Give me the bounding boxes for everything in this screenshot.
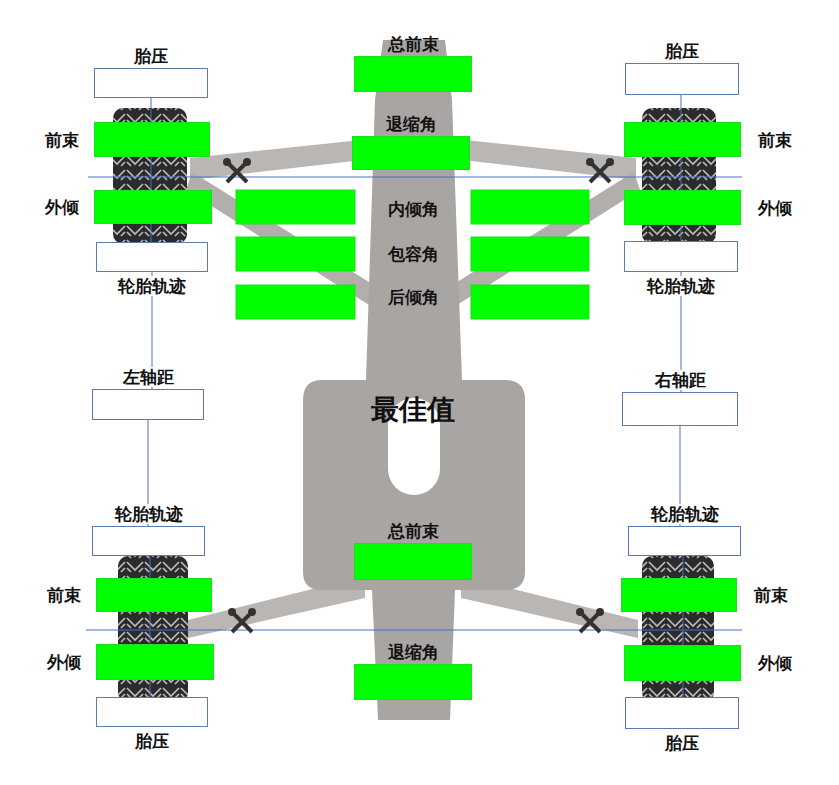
value-box [471,237,589,271]
box-heading: 右轴距 [653,370,708,390]
box-heading: 外倾 [758,653,792,673]
measurement-box: 胎压 [625,63,739,95]
measurement-box: 外倾 [624,645,741,681]
box-heading: 轮胎轨迹 [113,504,185,524]
box-heading: 前束 [47,585,81,605]
angle-label: 内倾角 [388,199,439,219]
box-heading: 总前束 [388,521,439,541]
box-heading: 退缩角 [388,642,439,662]
measurement-box: 外倾 [94,190,212,224]
box-heading: 前束 [754,585,788,605]
box-heading: 胎压 [665,41,699,61]
measurement-box: 轮胎轨迹 [624,241,738,272]
box-heading: 外倾 [45,197,79,217]
box-heading: 胎压 [665,733,699,753]
angle-label: 后倾角 [388,287,439,307]
wrench-shape [580,612,600,632]
measurement-box: 前束 [96,578,212,612]
measurement-box: 前束 [624,122,741,157]
wrench-icon [576,608,604,632]
measurement-box: 轮胎轨迹 [92,526,205,556]
value-box [236,285,355,319]
value-box [471,190,589,224]
wrench-head [223,158,231,166]
wrench-head [576,608,584,616]
box-heading: 轮胎轨迹 [116,276,188,296]
box-heading: 轮胎轨迹 [649,504,721,524]
box-heading: 轮胎轨迹 [645,276,717,296]
measurement-box: 胎压 [625,697,739,729]
wrench-head [606,158,614,166]
axle-line [88,177,742,178]
box-heading: 总前束 [388,34,439,54]
measurement-box: 前束 [621,578,737,612]
measurement-box: 退缩角 [352,136,470,170]
box-heading: 左轴距 [121,367,176,387]
measurement-box: 胎压 [94,68,208,98]
wrench-head [228,608,236,616]
measurement-box: 胎压 [96,697,208,727]
car-body [303,40,525,720]
wrench-shape [232,612,252,632]
box-heading: 胎压 [135,731,169,751]
title-label: 最佳值 [371,393,455,427]
axle-line [86,630,742,631]
box-heading: 胎压 [134,46,168,66]
measurement-box: 轮胎轨迹 [96,242,208,272]
wrench-shape [227,162,247,182]
measurement-box: 外倾 [624,190,741,225]
box-heading: 外倾 [47,652,81,672]
value-box [236,190,355,224]
suspension-arm [446,138,636,180]
measurement-box: 外倾 [96,644,214,680]
wrench-icon [228,608,256,632]
box-heading: 外倾 [758,197,792,217]
measurement-box: 退缩角 [354,664,472,700]
measurement-box: 轮胎轨迹 [628,526,741,556]
measurement-box: 右轴距 [622,392,738,426]
value-box [236,237,355,271]
box-heading: 退缩角 [386,114,437,134]
wrench-shape [590,162,610,182]
measurement-box: 左轴距 [92,389,204,420]
box-heading: 前束 [45,129,79,149]
wrench-head [596,608,604,616]
wrench-head [248,608,256,616]
angle-label: 包容角 [388,244,439,264]
wrench-icon [586,158,614,182]
wrench-head [243,158,251,166]
value-box [471,285,589,319]
measurement-box: 前束 [94,122,210,157]
box-heading: 前束 [758,129,792,149]
measurement-box: 总前束 [354,56,472,92]
measurement-box: 总前束 [354,543,472,580]
wrench-head [586,158,594,166]
wrench-icon [223,158,251,182]
